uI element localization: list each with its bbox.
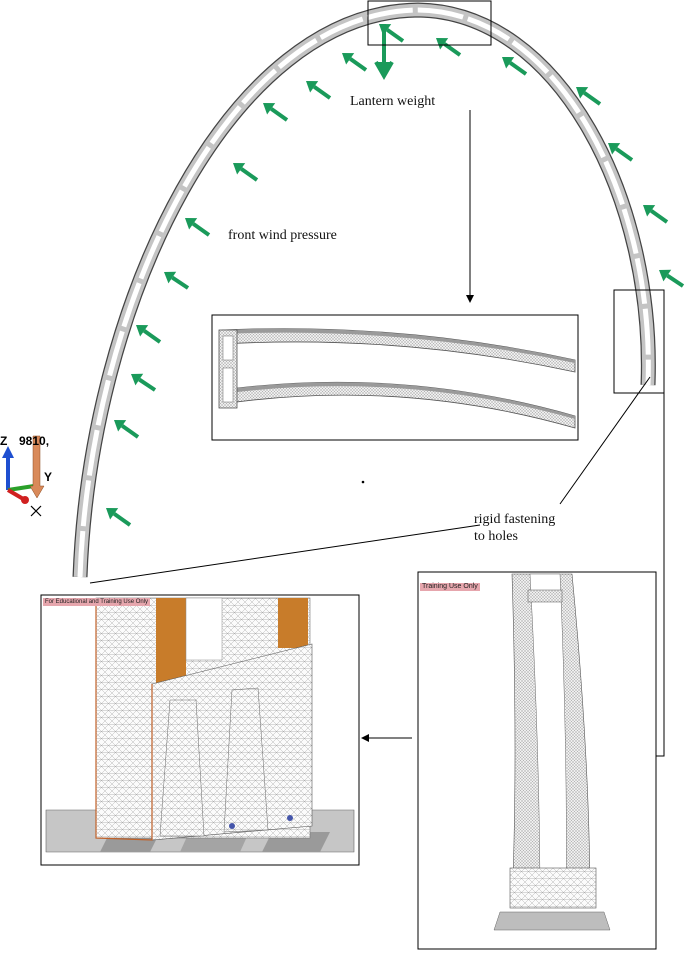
wind-arrow <box>106 24 685 527</box>
rigid-fastening-label-line1: rigid fastening <box>474 512 556 527</box>
base-mesh-detail <box>40 594 360 866</box>
load-arrows <box>106 24 685 527</box>
right-panel-banner: Training Use Only <box>420 583 480 591</box>
arch-beam <box>72 2 656 578</box>
wind-pressure-arrow <box>106 508 132 527</box>
wind-pressure-arrow <box>185 218 211 237</box>
lantern-region-box <box>367 0 492 46</box>
triad-y-label: Y <box>44 470 53 484</box>
triad-z-label: Z <box>0 434 8 448</box>
wind-pressure-arrow <box>659 269 685 288</box>
column-mesh-detail <box>417 571 657 950</box>
wind-pressure-arrow <box>136 325 162 344</box>
lantern-weight-label: Lantern weight <box>350 94 436 109</box>
wind-pressure-arrow <box>114 420 140 439</box>
wind-pressure-arrow <box>379 24 405 43</box>
wind-pressure-arrow <box>164 271 190 290</box>
wind-pressure-arrow <box>502 57 528 76</box>
wind-pressure-arrow <box>306 81 332 100</box>
wind-pressure-arrow <box>342 53 368 72</box>
wind-pressure-arrow <box>233 163 259 182</box>
wind-pressure-arrow <box>576 87 602 106</box>
coordinate-triad <box>2 435 45 517</box>
wind-pressure-arrow <box>131 373 157 392</box>
triad-value-label: 9810, <box>19 434 50 448</box>
wind-pressure-arrow <box>608 143 634 162</box>
wind-pressure-arrow <box>643 205 669 224</box>
wind-pressure-arrow <box>436 38 462 57</box>
beam-section-detail <box>211 314 579 441</box>
rigid-fastening-label-line2: to holes <box>474 529 518 544</box>
wind-pressure-arrow <box>263 103 289 122</box>
front-wind-pressure-label: front wind pressure <box>228 228 337 243</box>
center-dot <box>361 480 365 484</box>
left-panel-banner: For Educational and Training Use Only <box>43 598 151 606</box>
